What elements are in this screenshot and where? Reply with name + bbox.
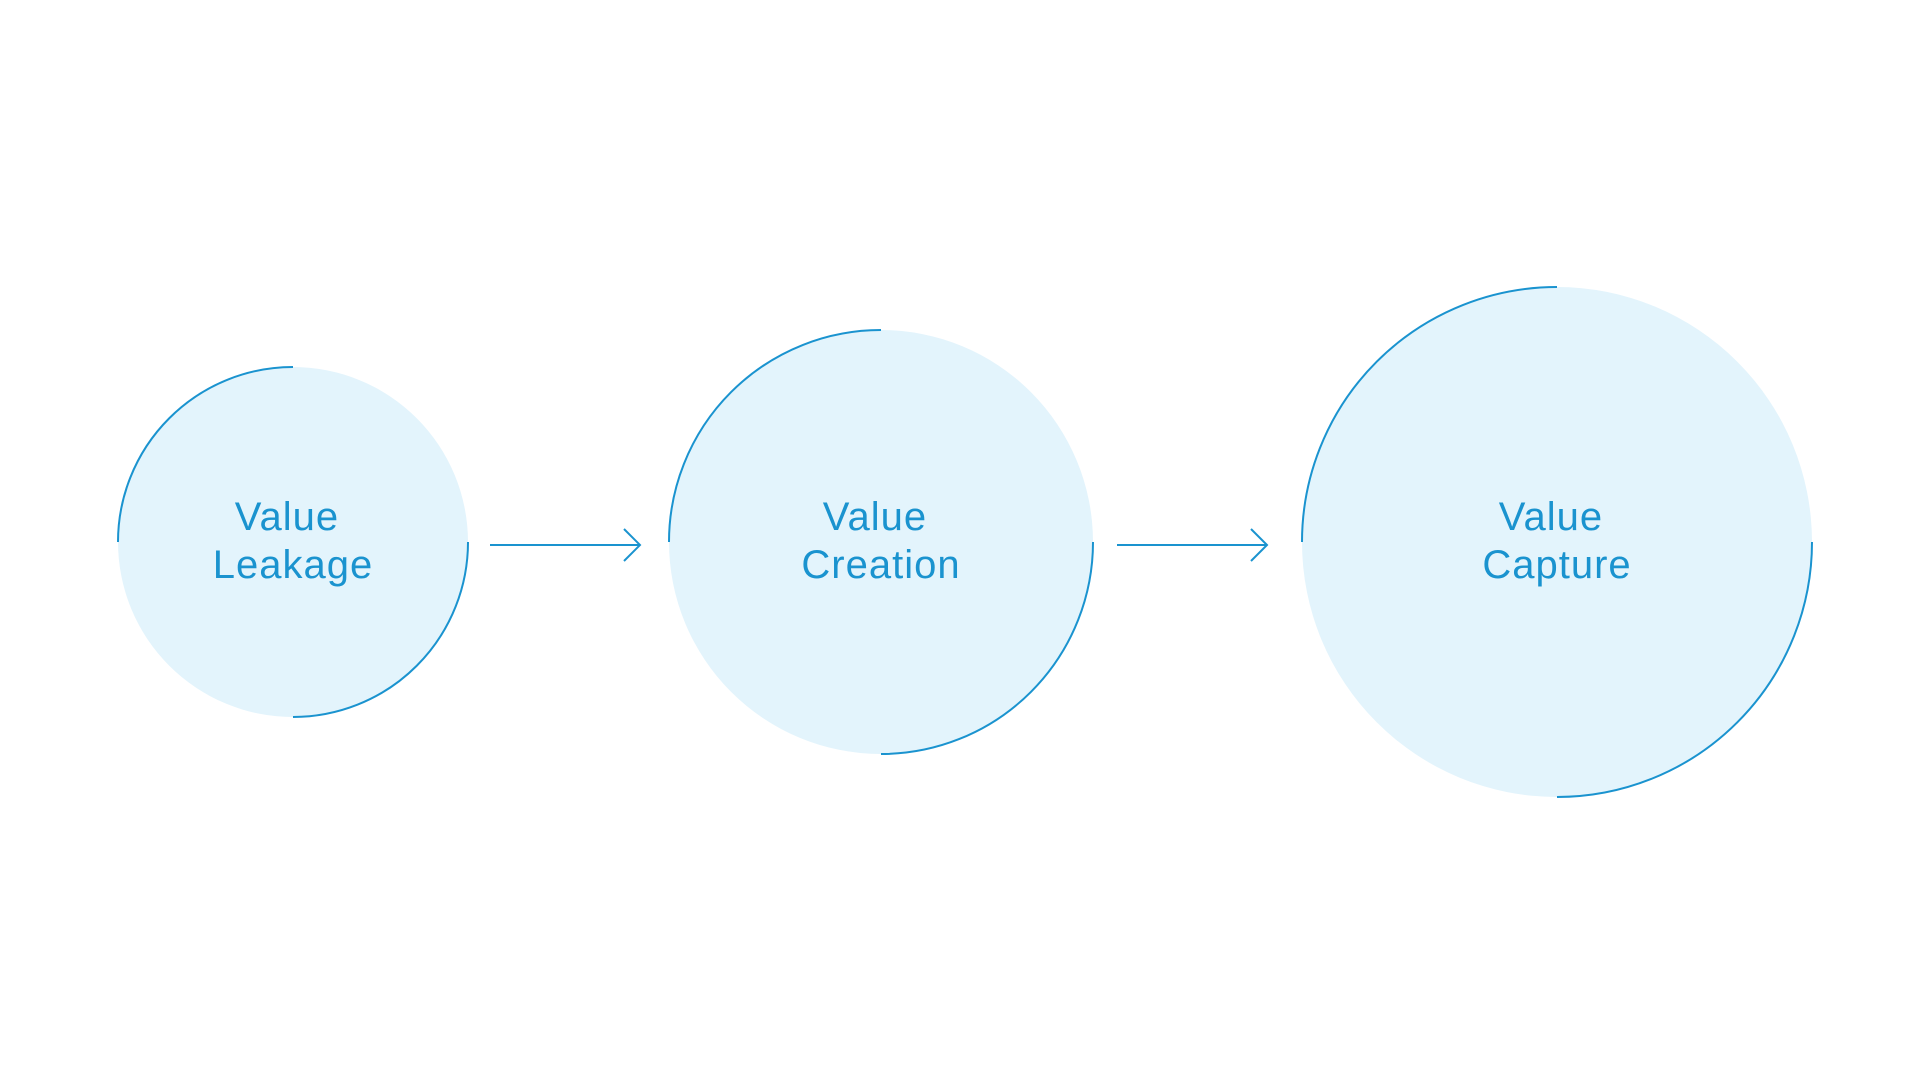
connector-creation-to-capture <box>1117 528 1269 562</box>
stage-arc-upper-left <box>117 366 294 543</box>
stage-circle <box>118 367 468 717</box>
stage-circle <box>1302 287 1812 797</box>
stage-label-line1: Value <box>823 495 927 539</box>
stage-arc-lower-right <box>292 541 469 718</box>
stage-label-line1: Value <box>235 495 339 539</box>
stage-arc-upper-left <box>668 329 882 543</box>
stage-label-line2: Creation <box>801 543 960 587</box>
stage-label: Value Creation <box>801 495 960 587</box>
connector-leakage-to-creation <box>490 528 642 562</box>
arrow-head-icon <box>623 528 642 562</box>
stage-label: Value Capture <box>1482 495 1631 587</box>
stage-circle <box>669 330 1093 754</box>
stage-label: Value Leakage <box>213 495 373 587</box>
stage-value-leakage: Value Leakage <box>117 366 469 718</box>
stage-arc-lower-right <box>880 541 1094 755</box>
arrow-head-icon <box>1250 528 1269 562</box>
stage-label-line2: Leakage <box>213 543 373 587</box>
stage-value-capture: Value Capture <box>1301 286 1813 798</box>
stage-label-line1: Value <box>1499 495 1603 539</box>
stage-arc-upper-left <box>1301 286 1558 543</box>
stage-arc-lower-right <box>1556 541 1813 798</box>
stage-value-creation: Value Creation <box>668 329 1094 755</box>
stage-label-line2: Capture <box>1482 543 1631 587</box>
